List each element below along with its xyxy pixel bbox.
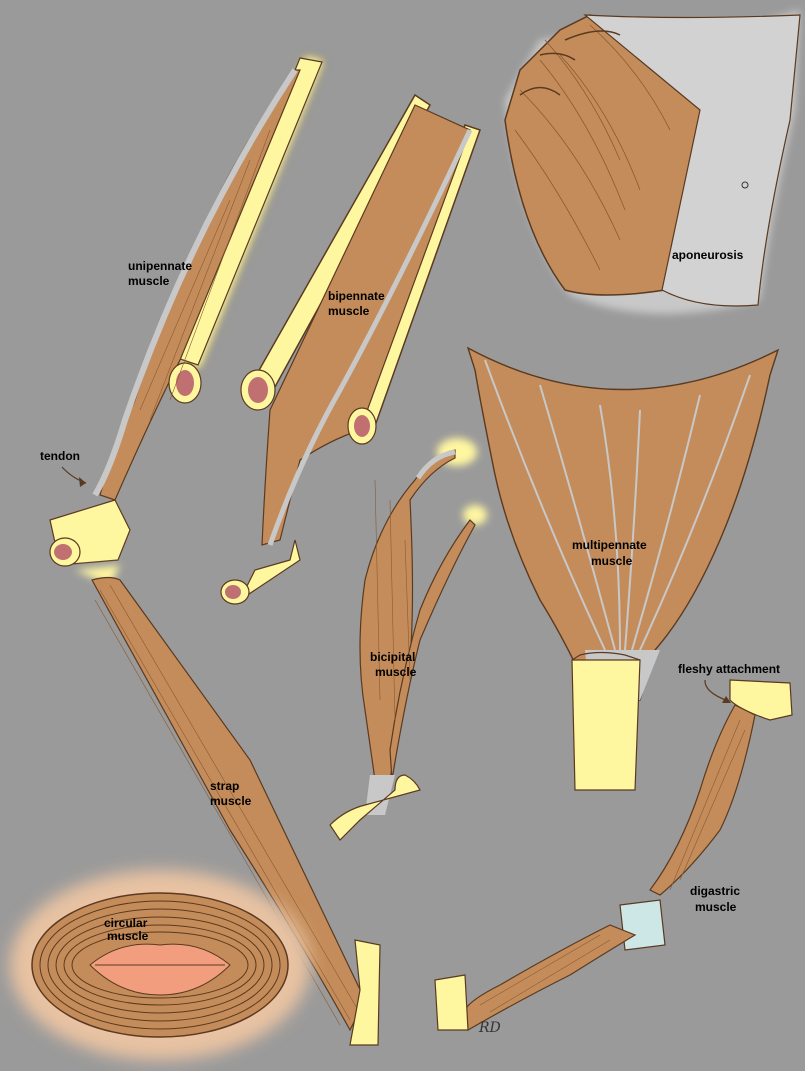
- tendon-arrowhead: [79, 477, 86, 487]
- label-unipennate-line2: muscle: [128, 274, 170, 288]
- label-circular-line1: circular: [104, 916, 148, 930]
- circular-muscle-illustration: [10, 870, 310, 1060]
- digastric-muscle-illustration: [434, 679, 793, 1031]
- label-fleshy-attachment: fleshy attachment: [678, 662, 780, 676]
- label-multipennate-line2: muscle: [591, 554, 633, 568]
- unipennate-muscle-illustration: [92, 54, 327, 501]
- label-tendon: tendon: [40, 449, 80, 463]
- label-strap-line1: strap: [210, 779, 239, 793]
- label-strap-line2: muscle: [210, 794, 252, 808]
- bipennate-muscle-illustration: [220, 93, 481, 605]
- multipennate-muscle-illustration: [466, 346, 780, 791]
- label-unipennate-line1: unipennate: [128, 259, 192, 273]
- label-digastric-line2: muscle: [695, 900, 737, 914]
- label-bicipital-line2: muscle: [375, 665, 417, 679]
- label-circular-line2: muscle: [107, 929, 149, 943]
- label-bipennate-line1: bipennate: [328, 289, 385, 303]
- aponeurosis-illustration: [504, 10, 801, 314]
- strap-muscle-illustration: [49, 499, 381, 1046]
- artist-signature: RD: [478, 1020, 501, 1036]
- bicipital-muscle-illustration: [329, 438, 487, 841]
- label-digastric-line1: digastric: [690, 884, 740, 898]
- label-aponeurosis: aponeurosis: [672, 248, 744, 262]
- label-bicipital-line1: bicipital: [370, 650, 415, 664]
- label-bipennate-line2: muscle: [328, 304, 370, 318]
- label-multipennate-line1: multipennate: [572, 538, 647, 552]
- fleshy-attachment-arrowhead: [722, 696, 731, 703]
